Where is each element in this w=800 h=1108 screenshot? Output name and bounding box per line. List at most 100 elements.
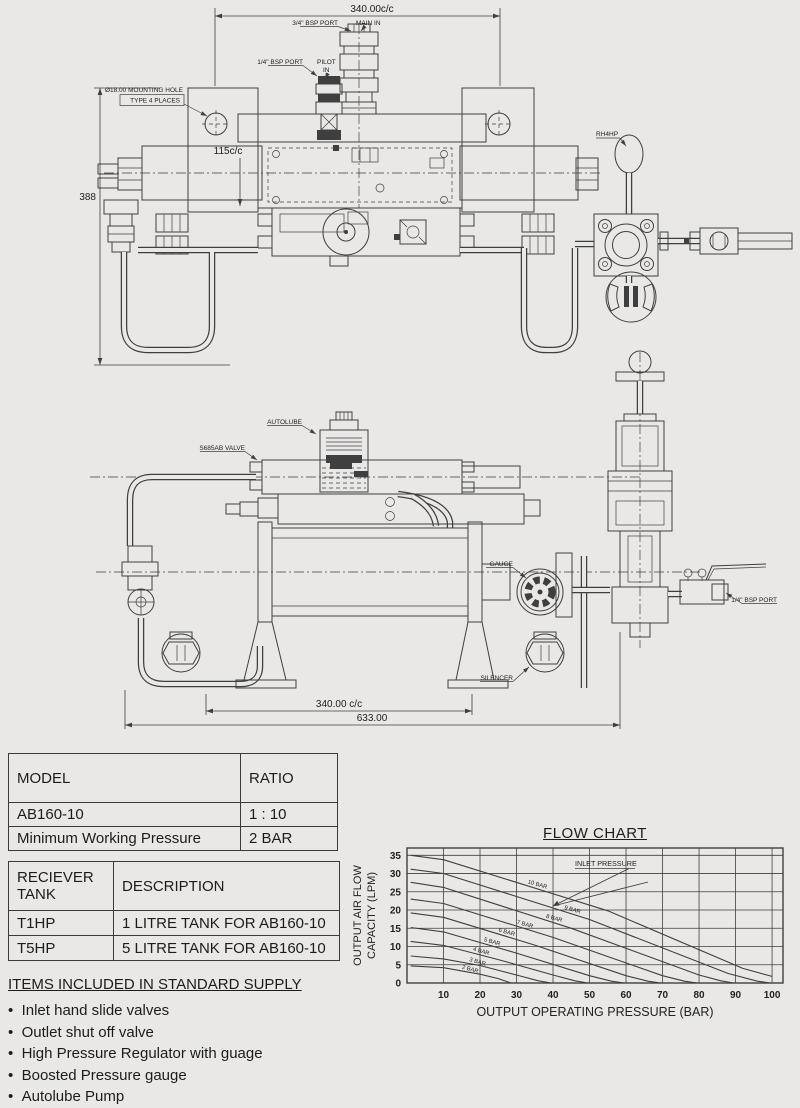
side-view-drawing: AUTOLUBE S685AB VALVE GAUGE SILENCER 1/4… xyxy=(90,350,777,729)
bsp14-label: 1/4" BSP PORT xyxy=(257,59,303,66)
y-tick: 10 xyxy=(390,942,402,953)
y-tick: 25 xyxy=(390,887,402,898)
side-dim-340: 340.00 c/c xyxy=(205,694,473,715)
list-item: Autolube Pump xyxy=(8,1086,348,1108)
mounting-hole-label: Ø18.00 MOUNTING HOLE xyxy=(105,87,184,94)
pressure-gauge xyxy=(516,568,564,616)
x-tick: 50 xyxy=(584,990,596,1001)
flow-curve xyxy=(410,868,771,984)
side-dim-340-text: 340.00 c/c xyxy=(316,699,362,710)
y-tick: 15 xyxy=(390,924,402,935)
side-pipes xyxy=(126,473,610,688)
list-item: High Pressure Regulator with guage xyxy=(8,1043,348,1065)
top-pipes xyxy=(120,240,594,354)
curve-label: 5 BAR xyxy=(483,937,501,947)
y-tick: 0 xyxy=(395,979,401,990)
inlet-valve-left xyxy=(121,545,159,616)
flow-curve xyxy=(410,940,588,984)
top-dim-115: 115c/c xyxy=(214,146,243,206)
side-labels: AUTOLUBE S685AB VALVE GAUGE SILENCER 1/4… xyxy=(199,419,777,682)
x-tick: 90 xyxy=(730,990,742,1001)
flow-curve xyxy=(410,854,773,977)
top-manifold xyxy=(257,207,475,267)
gauge-label: GAUGE xyxy=(490,561,514,568)
top-dim-115-text: 115c/c xyxy=(214,146,243,157)
bsp34-label: 3/4" BSP PORT xyxy=(292,20,338,27)
rh4hp-valve xyxy=(593,134,793,323)
left-fittings-top xyxy=(103,199,139,253)
side-dim-633-text: 633.00 xyxy=(357,713,388,724)
x-tick: 60 xyxy=(620,990,632,1001)
tank-code: T1HP xyxy=(8,910,114,936)
flow-chart-title: FLOW CHART xyxy=(543,825,647,842)
y-tick: 20 xyxy=(390,906,402,917)
table-row: RECIEVER TANK DESCRIPTION xyxy=(8,861,340,911)
curve-label: 8 BAR xyxy=(545,914,563,924)
rh4hp-label: RH4HP xyxy=(596,131,618,138)
bsp14-port-label: 1/4" BSP PORT xyxy=(731,597,777,604)
list-item: Boosted Pressure gauge xyxy=(8,1065,348,1087)
flow-curve xyxy=(410,912,661,984)
min-working-pressure-value: 2 BAR xyxy=(240,826,338,851)
x-tick: 20 xyxy=(474,990,486,1001)
curve-label: 9 BAR xyxy=(563,905,581,915)
y-tick: 30 xyxy=(390,869,402,880)
booster-barrel xyxy=(257,521,573,623)
tank-description: 5 LITRE TANK FOR AB160-10 xyxy=(113,935,340,961)
tank-header: RECIEVER TANK xyxy=(8,861,114,911)
ratio-header: RATIO xyxy=(240,753,338,803)
table-row: AB160-10 1 : 10 xyxy=(8,802,338,827)
model-table: MODEL RATIO AB160-10 1 : 10 Minimum Work… xyxy=(8,753,338,851)
x-tick: 70 xyxy=(657,990,669,1001)
main-in-label: MAIN IN xyxy=(356,20,381,27)
x-tick: 80 xyxy=(693,990,705,1001)
flow-curve xyxy=(410,881,734,984)
top-dim-340-text: 340.00c/c xyxy=(350,4,393,15)
outlet-shutoff-valve xyxy=(668,563,767,605)
y-tick: 5 xyxy=(395,960,401,971)
table-row: T1HP 1 LITRE TANK FOR AB160-10 xyxy=(8,910,340,936)
curve-label: 4 BAR xyxy=(472,947,490,957)
x-tick: 100 xyxy=(764,990,781,1001)
flow-curve xyxy=(410,955,552,984)
items-included-section: ITEMS INCLUDED IN STANDARD SUPPLY Inlet … xyxy=(8,976,348,1108)
silencer-left xyxy=(161,631,201,673)
items-heading: ITEMS INCLUDED IN STANDARD SUPPLY xyxy=(8,976,302,993)
curve-label: 7 BAR xyxy=(516,920,534,930)
list-item: Inlet hand slide valves xyxy=(8,1000,348,1022)
mounting-feet xyxy=(235,621,509,689)
autolube-label: AUTOLUBE xyxy=(267,419,303,426)
curve-label: 2 BAR xyxy=(461,965,479,975)
model-value: AB160-10 xyxy=(8,802,241,827)
description-header: DESCRIPTION xyxy=(113,861,340,911)
curve-label: 10 BAR xyxy=(527,879,548,890)
pilot-label: PILOT xyxy=(317,59,336,66)
tank-description: 1 LITRE TANK FOR AB160-10 xyxy=(113,910,340,936)
top-view-drawing: 340.00c/c 388 115c/c xyxy=(79,4,793,366)
top-dim-388-text: 388 xyxy=(79,192,96,203)
x-tick: 30 xyxy=(511,990,523,1001)
mounting-hole-label2: TYPE 4 PLACES xyxy=(130,98,181,105)
tank-code: T5HP xyxy=(8,935,114,961)
table-row: T5HP 5 LITRE TANK FOR AB160-10 xyxy=(8,935,340,961)
silencer-right xyxy=(525,631,565,673)
table-row: Minimum Working Pressure 2 BAR xyxy=(8,826,338,851)
booster-body-top xyxy=(97,24,600,209)
tank-table: RECIEVER TANK DESCRIPTION T1HP 1 LITRE T… xyxy=(8,861,340,961)
side-manifold xyxy=(225,459,541,525)
inlet-pressure-label: INLET PRESSURE xyxy=(575,859,637,868)
autolube-pump xyxy=(319,411,369,493)
min-working-pressure-label: Minimum Working Pressure xyxy=(8,826,241,851)
y-tick: 35 xyxy=(390,851,402,862)
s685ab-label: S685AB VALVE xyxy=(199,445,245,452)
pilot-coupler xyxy=(315,76,343,140)
hp-regulator xyxy=(607,350,673,638)
curve-label: 3 BAR xyxy=(469,957,487,967)
y-axis-label: OUTPUT AIR FLOW xyxy=(352,865,364,966)
ratio-value: 1 : 10 xyxy=(240,802,338,827)
top-dim-340: 340.00c/c xyxy=(214,4,501,86)
curve-label: 6 BAR xyxy=(498,928,516,938)
silencer-label: SILENCER xyxy=(480,675,513,682)
